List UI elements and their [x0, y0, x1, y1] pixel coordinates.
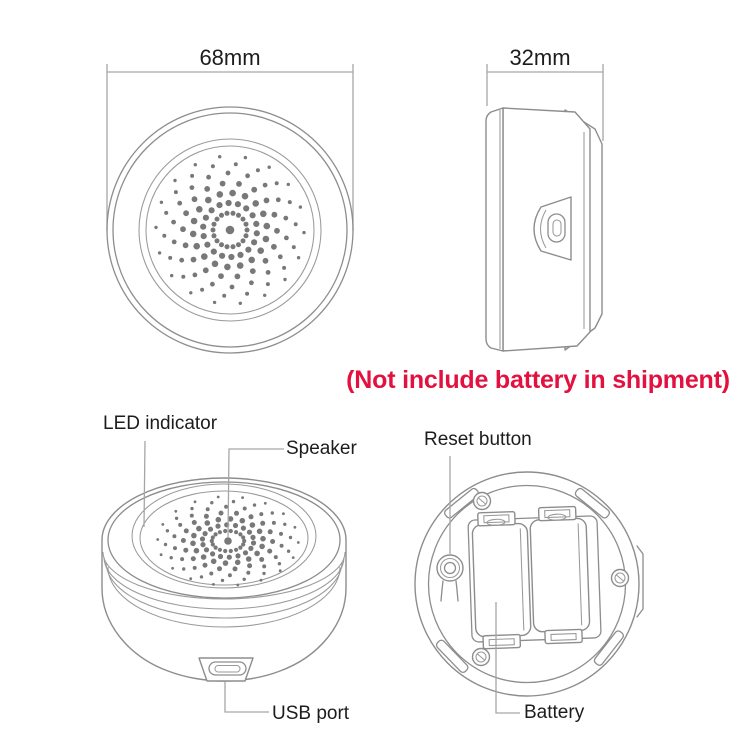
usb-port-icon	[198, 657, 254, 682]
top-face-edge	[138, 138, 322, 322]
reset-button-icon	[436, 554, 464, 602]
led-leader-line	[143, 440, 146, 528]
battery-clips	[477, 505, 583, 650]
dimension-32mm-label: 32mm	[509, 45, 571, 70]
label-usb-port: USB port	[272, 703, 350, 724]
led-ring	[139, 490, 309, 586]
label-battery: Battery	[524, 702, 585, 723]
battery-shipment-note: (Not include battery in shipment)	[346, 366, 730, 394]
usb-leader-line	[224, 682, 269, 713]
mount-slots	[435, 487, 624, 674]
top-view-drawing	[106, 64, 354, 354]
screw-icon	[472, 491, 492, 511]
label-speaker: Speaker	[286, 438, 357, 459]
device-rim-inner-line	[112, 112, 348, 348]
device-outer-rim	[106, 106, 354, 354]
screw-icon	[610, 568, 630, 588]
side-tab	[636, 545, 644, 618]
grille-boundary	[145, 145, 315, 315]
label-led-indicator: LED indicator	[103, 413, 218, 434]
speaker-grille-icon	[154, 155, 306, 305]
battery-leader-line	[495, 602, 520, 714]
battery-compartment	[467, 505, 602, 650]
dimension-68mm-lines	[106, 64, 354, 231]
front-bezel-strip	[485, 107, 504, 352]
rim-inner-line	[107, 481, 341, 599]
leader-lines	[143, 440, 520, 714]
label-reset-button: Reset button	[424, 429, 532, 450]
top-face-edge	[131, 483, 317, 589]
dimension-68mm-label: 68mm	[199, 45, 261, 70]
dimension-32mm-lines	[486, 64, 604, 141]
screw-icon	[471, 647, 491, 667]
speaker-leader-line	[227, 448, 284, 539]
usb-port-side-icon	[533, 196, 572, 261]
side-view-drawing	[485, 64, 604, 352]
device-body-perspective	[101, 477, 347, 682]
body-rib-lines	[102, 551, 346, 628]
speaker-grille-icon	[156, 495, 300, 587]
back-view-drawing	[414, 471, 644, 697]
perspective-view-drawing	[101, 477, 347, 682]
